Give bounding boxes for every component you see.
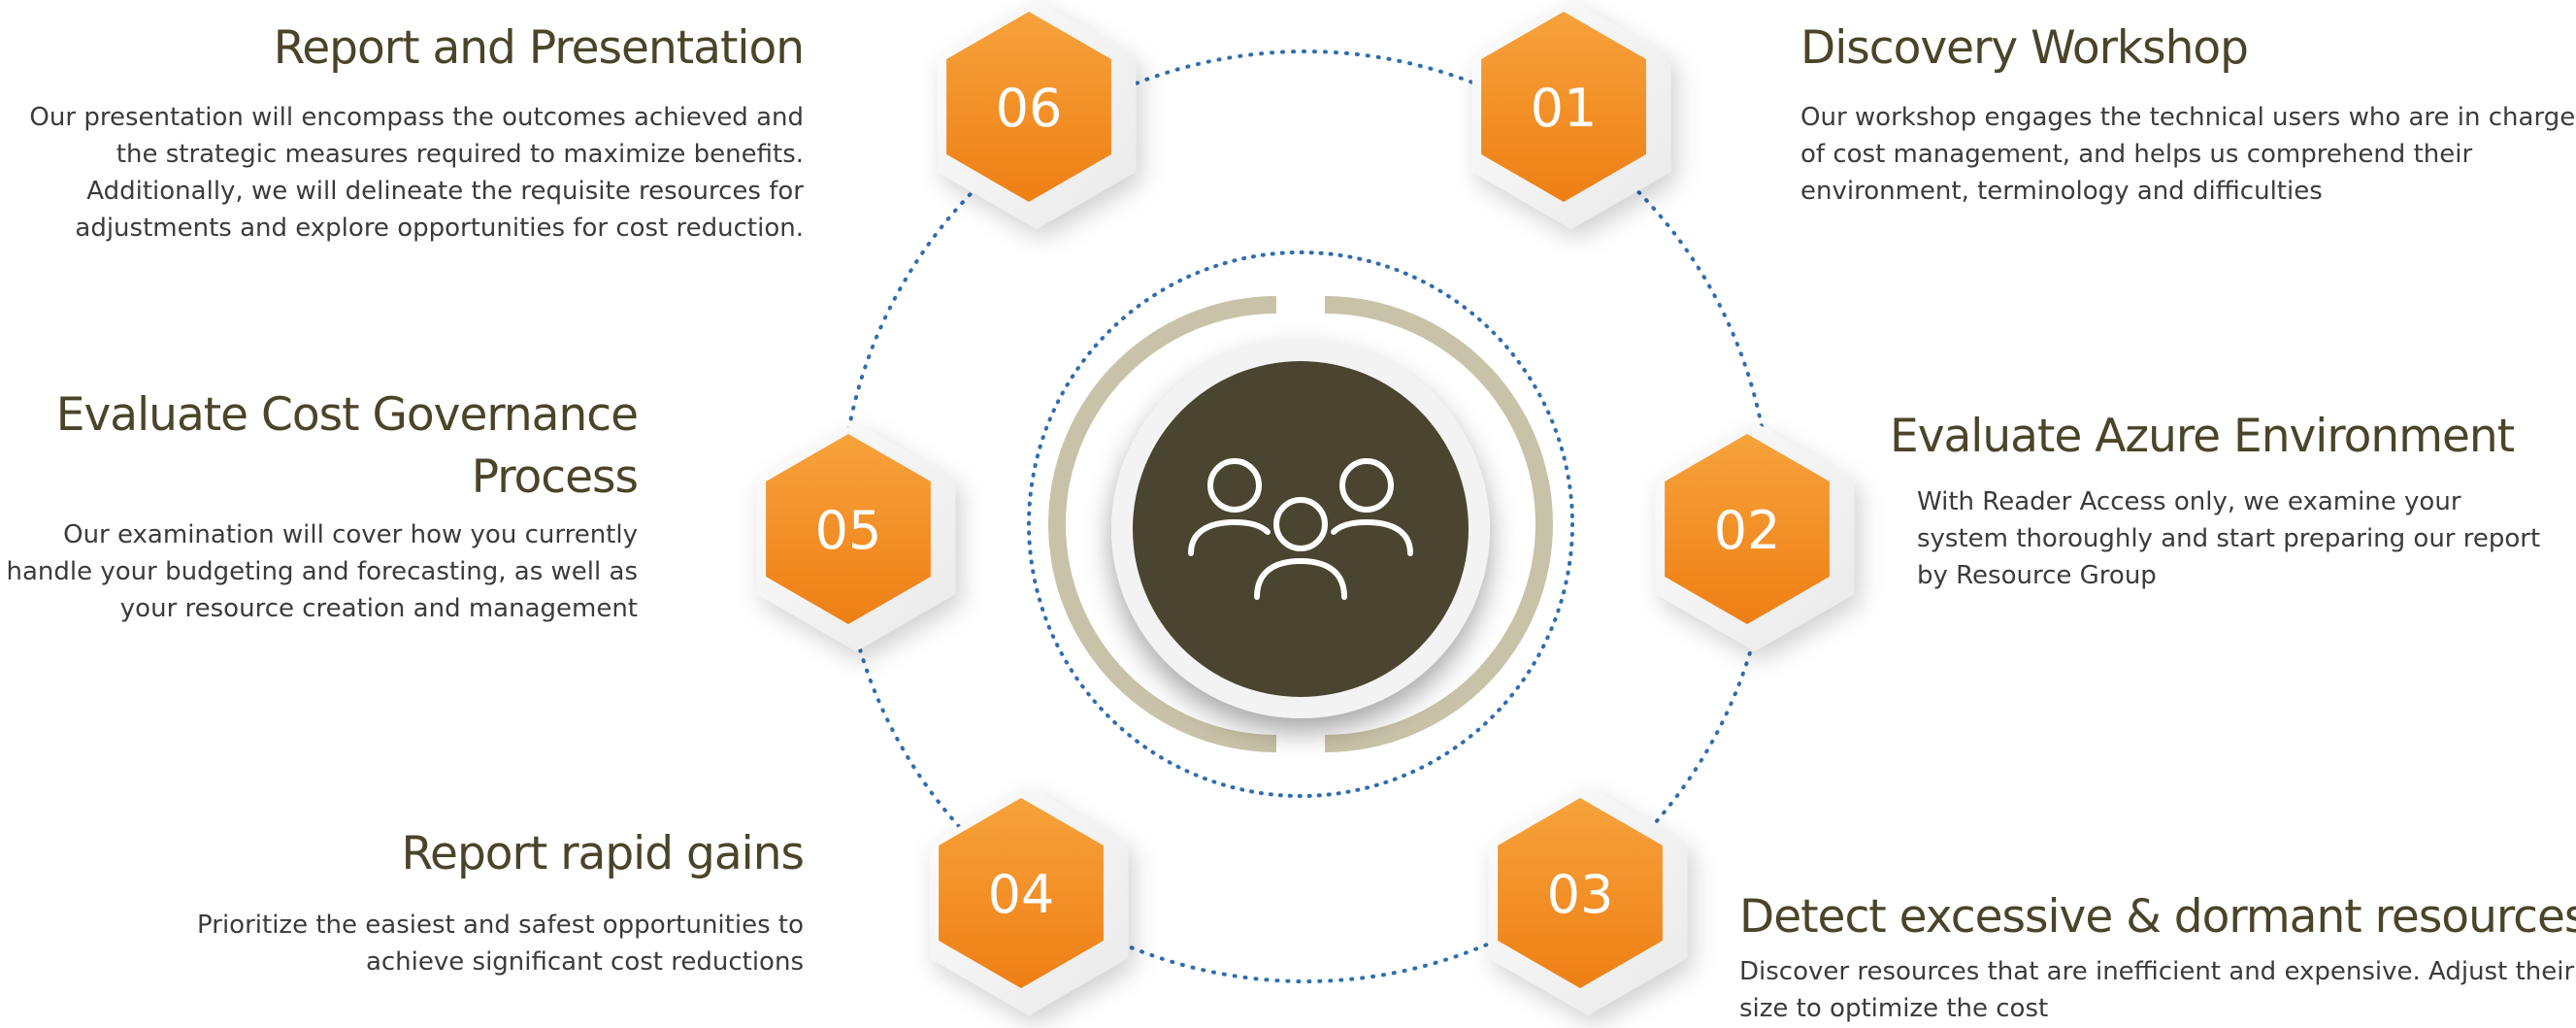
step-03-title: Detect excessive & dormant resources xyxy=(1739,890,2576,944)
step-05-badge: 05 xyxy=(766,434,931,624)
step-02-description: With Reader Access only, we examine your… xyxy=(1917,487,2541,590)
step-06-title: Report and Presentation xyxy=(273,21,805,75)
inner-connector-ring xyxy=(1027,250,1574,798)
step-06-number: 06 xyxy=(996,78,1063,139)
step-01-hexagon xyxy=(1481,12,1646,202)
step-02-hexagon xyxy=(1665,434,1830,624)
step-01-badge: 01 xyxy=(1481,12,1646,202)
step-06-description: Our presentation will encompass the outc… xyxy=(29,103,804,243)
step-03-number: 03 xyxy=(1547,864,1614,925)
step-04-number: 04 xyxy=(988,864,1055,925)
step-03-badge: 03 xyxy=(1498,798,1663,988)
step-01-title: Discovery Workshop xyxy=(1800,21,2249,75)
step-04-title: Report rapid gains xyxy=(401,827,805,880)
step-04-hexagon xyxy=(939,798,1104,988)
center-disc xyxy=(1133,361,1469,697)
step-02-badge: 02 xyxy=(1665,434,1830,624)
step-03-description: Discover resources that are inefficient … xyxy=(1739,957,2575,1023)
step-01-number: 01 xyxy=(1531,78,1598,139)
step-01-description: Our workshop engages the technical users… xyxy=(1800,103,2576,206)
step-05-hexagon xyxy=(766,434,931,624)
people-group-icon xyxy=(1188,458,1413,600)
step-06-hexagon xyxy=(946,12,1111,202)
step-05-description: Our examination will cover how you curre… xyxy=(6,520,638,623)
step-04-description: Prioritize the easiest and safest opport… xyxy=(197,911,804,977)
step-06-badge: 06 xyxy=(946,12,1111,202)
step-02-number: 02 xyxy=(1714,500,1781,561)
step-05-number: 05 xyxy=(815,500,882,561)
step-05-title: Evaluate Cost Governance Process xyxy=(55,388,639,504)
step-04-badge: 04 xyxy=(939,798,1104,988)
step-03-hexagon xyxy=(1498,798,1663,988)
step-02-title: Evaluate Azure Environment xyxy=(1890,410,2515,463)
